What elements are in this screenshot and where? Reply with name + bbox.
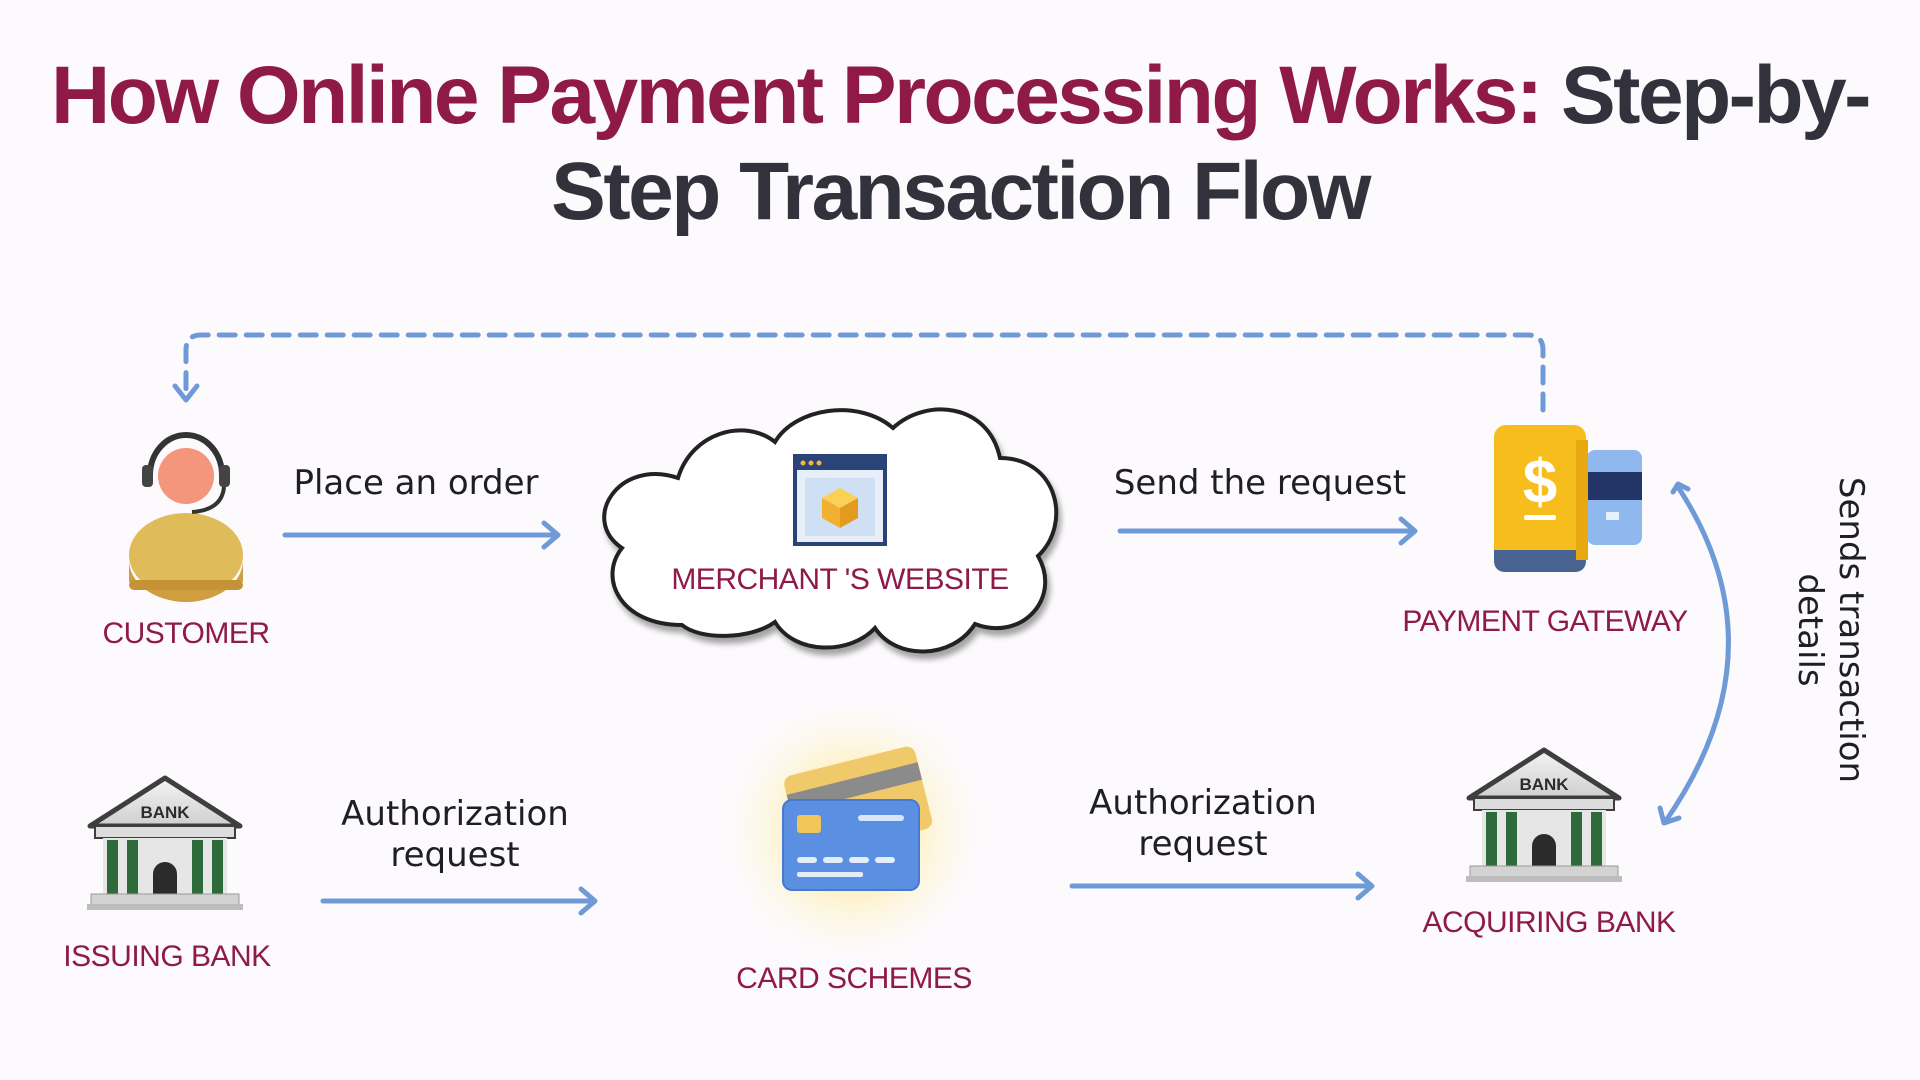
bank-sign-text: BANK [140, 803, 190, 822]
arrow-place-order [282, 520, 561, 550]
customer-headset-icon [129, 432, 243, 602]
payment-gateway-icon: $ [1494, 425, 1642, 572]
node-label-card-schemes: CARD SCHEMES [736, 962, 972, 995]
title-rest: Step-by-Step Transaction Flow [551, 50, 1871, 237]
acquiring-bank-icon: BANK [1466, 750, 1622, 882]
node-label-acquiring-bank: ACQUIRING BANK [1422, 906, 1676, 939]
page-title: How Online Payment Processing Works: Ste… [0, 48, 1920, 240]
node-label-customer: CUSTOMER [102, 617, 270, 650]
edge-label-auth-request-right: Authorization request [1089, 783, 1317, 864]
edge-label-sends-details: Sends transaction details [1790, 476, 1871, 784]
arrow-send-request [1117, 516, 1418, 546]
bank-sign-text: BANK [1519, 775, 1569, 794]
arrow-auth-request-right [1069, 871, 1375, 901]
arrow-auth-request-left [320, 886, 598, 916]
edge-label-send-request: Send the request [1113, 463, 1407, 503]
dollar-sign-icon: $ [1523, 448, 1557, 517]
node-label-gateway: PAYMENT GATEWAY [1402, 605, 1688, 638]
issuing-bank-icon: BANK [87, 778, 243, 910]
browser-box-icon [793, 454, 887, 546]
credit-cards-icon [782, 746, 932, 891]
title-highlight: How Online Payment Processing Works: [51, 50, 1543, 141]
node-label-issuing-bank: ISSUING BANK [63, 940, 271, 973]
edge-label-place-order: Place an order [293, 463, 539, 503]
edge-label-auth-request-left: Authorization request [341, 794, 569, 875]
node-label-merchant: MERCHANT 'S WEBSITE [671, 563, 1009, 596]
arrow-dashed-return [172, 332, 1546, 413]
arrow-curved-gateway-acquiring [1657, 481, 1731, 826]
merchant-cloud [602, 407, 1059, 654]
